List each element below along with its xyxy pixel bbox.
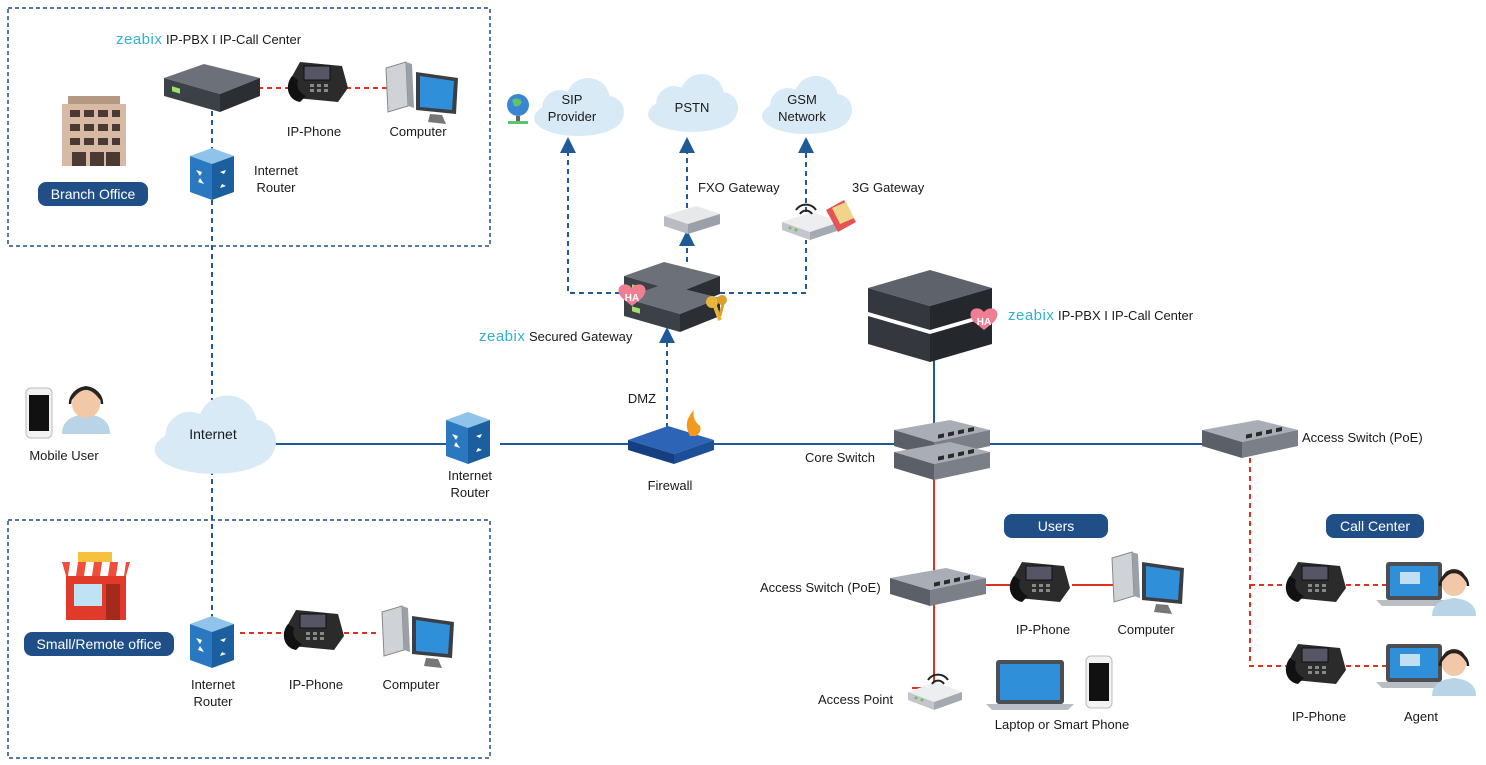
- access-point-label: Access Point: [818, 692, 894, 707]
- remote-computer-icon: [381, 605, 455, 669]
- remote-computer-label: Computer: [382, 677, 440, 692]
- mobile-user-label: Mobile User: [29, 448, 99, 463]
- branch-brand-logo: zeabix: [116, 31, 163, 48]
- 3g-gateway-label: 3G Gateway: [852, 180, 925, 195]
- users-ip-phone-icon: [1009, 561, 1071, 603]
- branch-product-label: IP-PBX I IP-Call Center: [165, 32, 302, 47]
- remote-office-box: [7, 519, 491, 759]
- core-brand-logo: zeabix: [1008, 307, 1055, 324]
- branch-office-box: [7, 7, 491, 247]
- branch-ip-phone-icon: [287, 61, 349, 103]
- access-switch-right-label: Access Switch (PoE): [1302, 430, 1423, 445]
- laptop-icon: [986, 660, 1074, 710]
- users-computer-icon: [1111, 551, 1185, 615]
- core-pbx-server-top-icon: [868, 270, 992, 330]
- globe-icon: [507, 94, 529, 124]
- branch-computer-label: Computer: [389, 124, 447, 139]
- fxo-gateway-icon: [664, 206, 720, 234]
- red-dashed-links: [240, 87, 1388, 667]
- sip-provider-label: SIP Provider: [540, 91, 604, 125]
- remote-ip-phone-icon: [283, 609, 345, 651]
- secured-gateway-title: zeabix Secured Gateway: [479, 328, 632, 345]
- user-headset-icon: [62, 386, 110, 434]
- gsm-line2: Network: [778, 109, 826, 124]
- branch-office-badge: Branch Office: [38, 182, 148, 206]
- internet-router-line1: Internet: [447, 468, 493, 483]
- secured-brand-logo: zeabix: [479, 328, 526, 345]
- internet-router-icon: [446, 412, 490, 464]
- firewall-icon: [628, 410, 714, 464]
- branch-pbx-server-icon: [164, 64, 260, 112]
- agent-workstation-top-icon: [1376, 562, 1476, 616]
- dashed-wan-links: [211, 102, 814, 620]
- building-icon: [62, 96, 126, 166]
- internet-cloud-label: Internet: [189, 426, 237, 442]
- branch-router-line1: Internet: [253, 163, 299, 178]
- remote-router-line2: Router: [193, 694, 233, 709]
- gsm-line1: GSM: [787, 92, 817, 107]
- remote-router-line1: Internet: [190, 677, 236, 692]
- users-badge: Users: [1004, 514, 1108, 538]
- agent-workstation-bottom-icon: [1376, 644, 1476, 696]
- branch-ip-phone-label: IP-Phone: [286, 124, 342, 139]
- callcenter-ip-phone-label: IP-Phone: [1291, 709, 1347, 724]
- 3g-gateway-icon: [782, 200, 856, 240]
- call-center-badge: Call Center: [1326, 514, 1424, 538]
- internet-router-line2: Router: [450, 485, 490, 500]
- smartphone-icon: [25, 387, 53, 439]
- shop-icon: [62, 552, 130, 620]
- keys-icon: [706, 295, 727, 321]
- solid-lan-links: [272, 358, 1205, 445]
- core-pbx-title: zeabix IP-PBX I IP-Call Center: [1008, 307, 1193, 324]
- ha-heart-icon: [618, 284, 646, 306]
- pstn-label: PSTN: [674, 100, 710, 115]
- users-access-switch-label: Access Switch (PoE): [760, 580, 881, 595]
- remote-ip-phone-label: IP-Phone: [288, 677, 344, 692]
- laptop-smartphone-label: Laptop or Smart Phone: [994, 717, 1130, 732]
- access-switch-right-icon: [1202, 420, 1298, 458]
- users-ip-phone-label: IP-Phone: [1015, 622, 1071, 637]
- users-smartphone-icon: [1085, 655, 1113, 709]
- remote-router-label: Internet Router: [180, 676, 246, 710]
- core-ha-heart-icon: [970, 308, 998, 330]
- core-ha-label: HA: [976, 317, 992, 328]
- core-product-label: IP-PBX I IP-Call Center: [1057, 308, 1194, 323]
- branch-pbx-title: zeabix IP-PBX I IP-Call Center: [116, 31, 301, 48]
- remote-office-badge: Small/Remote office: [24, 632, 174, 656]
- fxo-gateway-label: FXO Gateway: [698, 180, 780, 195]
- core-pbx-server-bottom-icon: [868, 316, 992, 362]
- branch-router-line2: Router: [256, 180, 296, 195]
- secured-ha-label: HA: [624, 293, 640, 304]
- branch-computer-icon: [385, 61, 459, 125]
- firewall-label: Firewall: [647, 478, 693, 493]
- access-point-icon: [908, 673, 962, 710]
- secured-gateway-label: Secured Gateway: [528, 329, 633, 344]
- callcenter-ip-phone-top-icon: [1285, 561, 1347, 603]
- users-access-switch-icon: [890, 568, 986, 606]
- branch-router-label: Internet Router: [244, 162, 308, 196]
- sip-line2: Provider: [547, 109, 597, 124]
- core-switch-label: Core Switch: [804, 450, 876, 465]
- internet-router-label: Internet Router: [438, 467, 502, 501]
- branch-router-icon: [190, 148, 234, 200]
- callcenter-ip-phone-bottom-icon: [1285, 643, 1347, 685]
- agent-label: Agent: [1404, 709, 1438, 724]
- remote-router-icon: [190, 616, 234, 668]
- sip-line1: SIP: [561, 92, 583, 107]
- users-computer-label: Computer: [1117, 622, 1175, 637]
- gsm-network-label: GSM Network: [770, 91, 834, 125]
- dmz-label: DMZ: [627, 391, 657, 406]
